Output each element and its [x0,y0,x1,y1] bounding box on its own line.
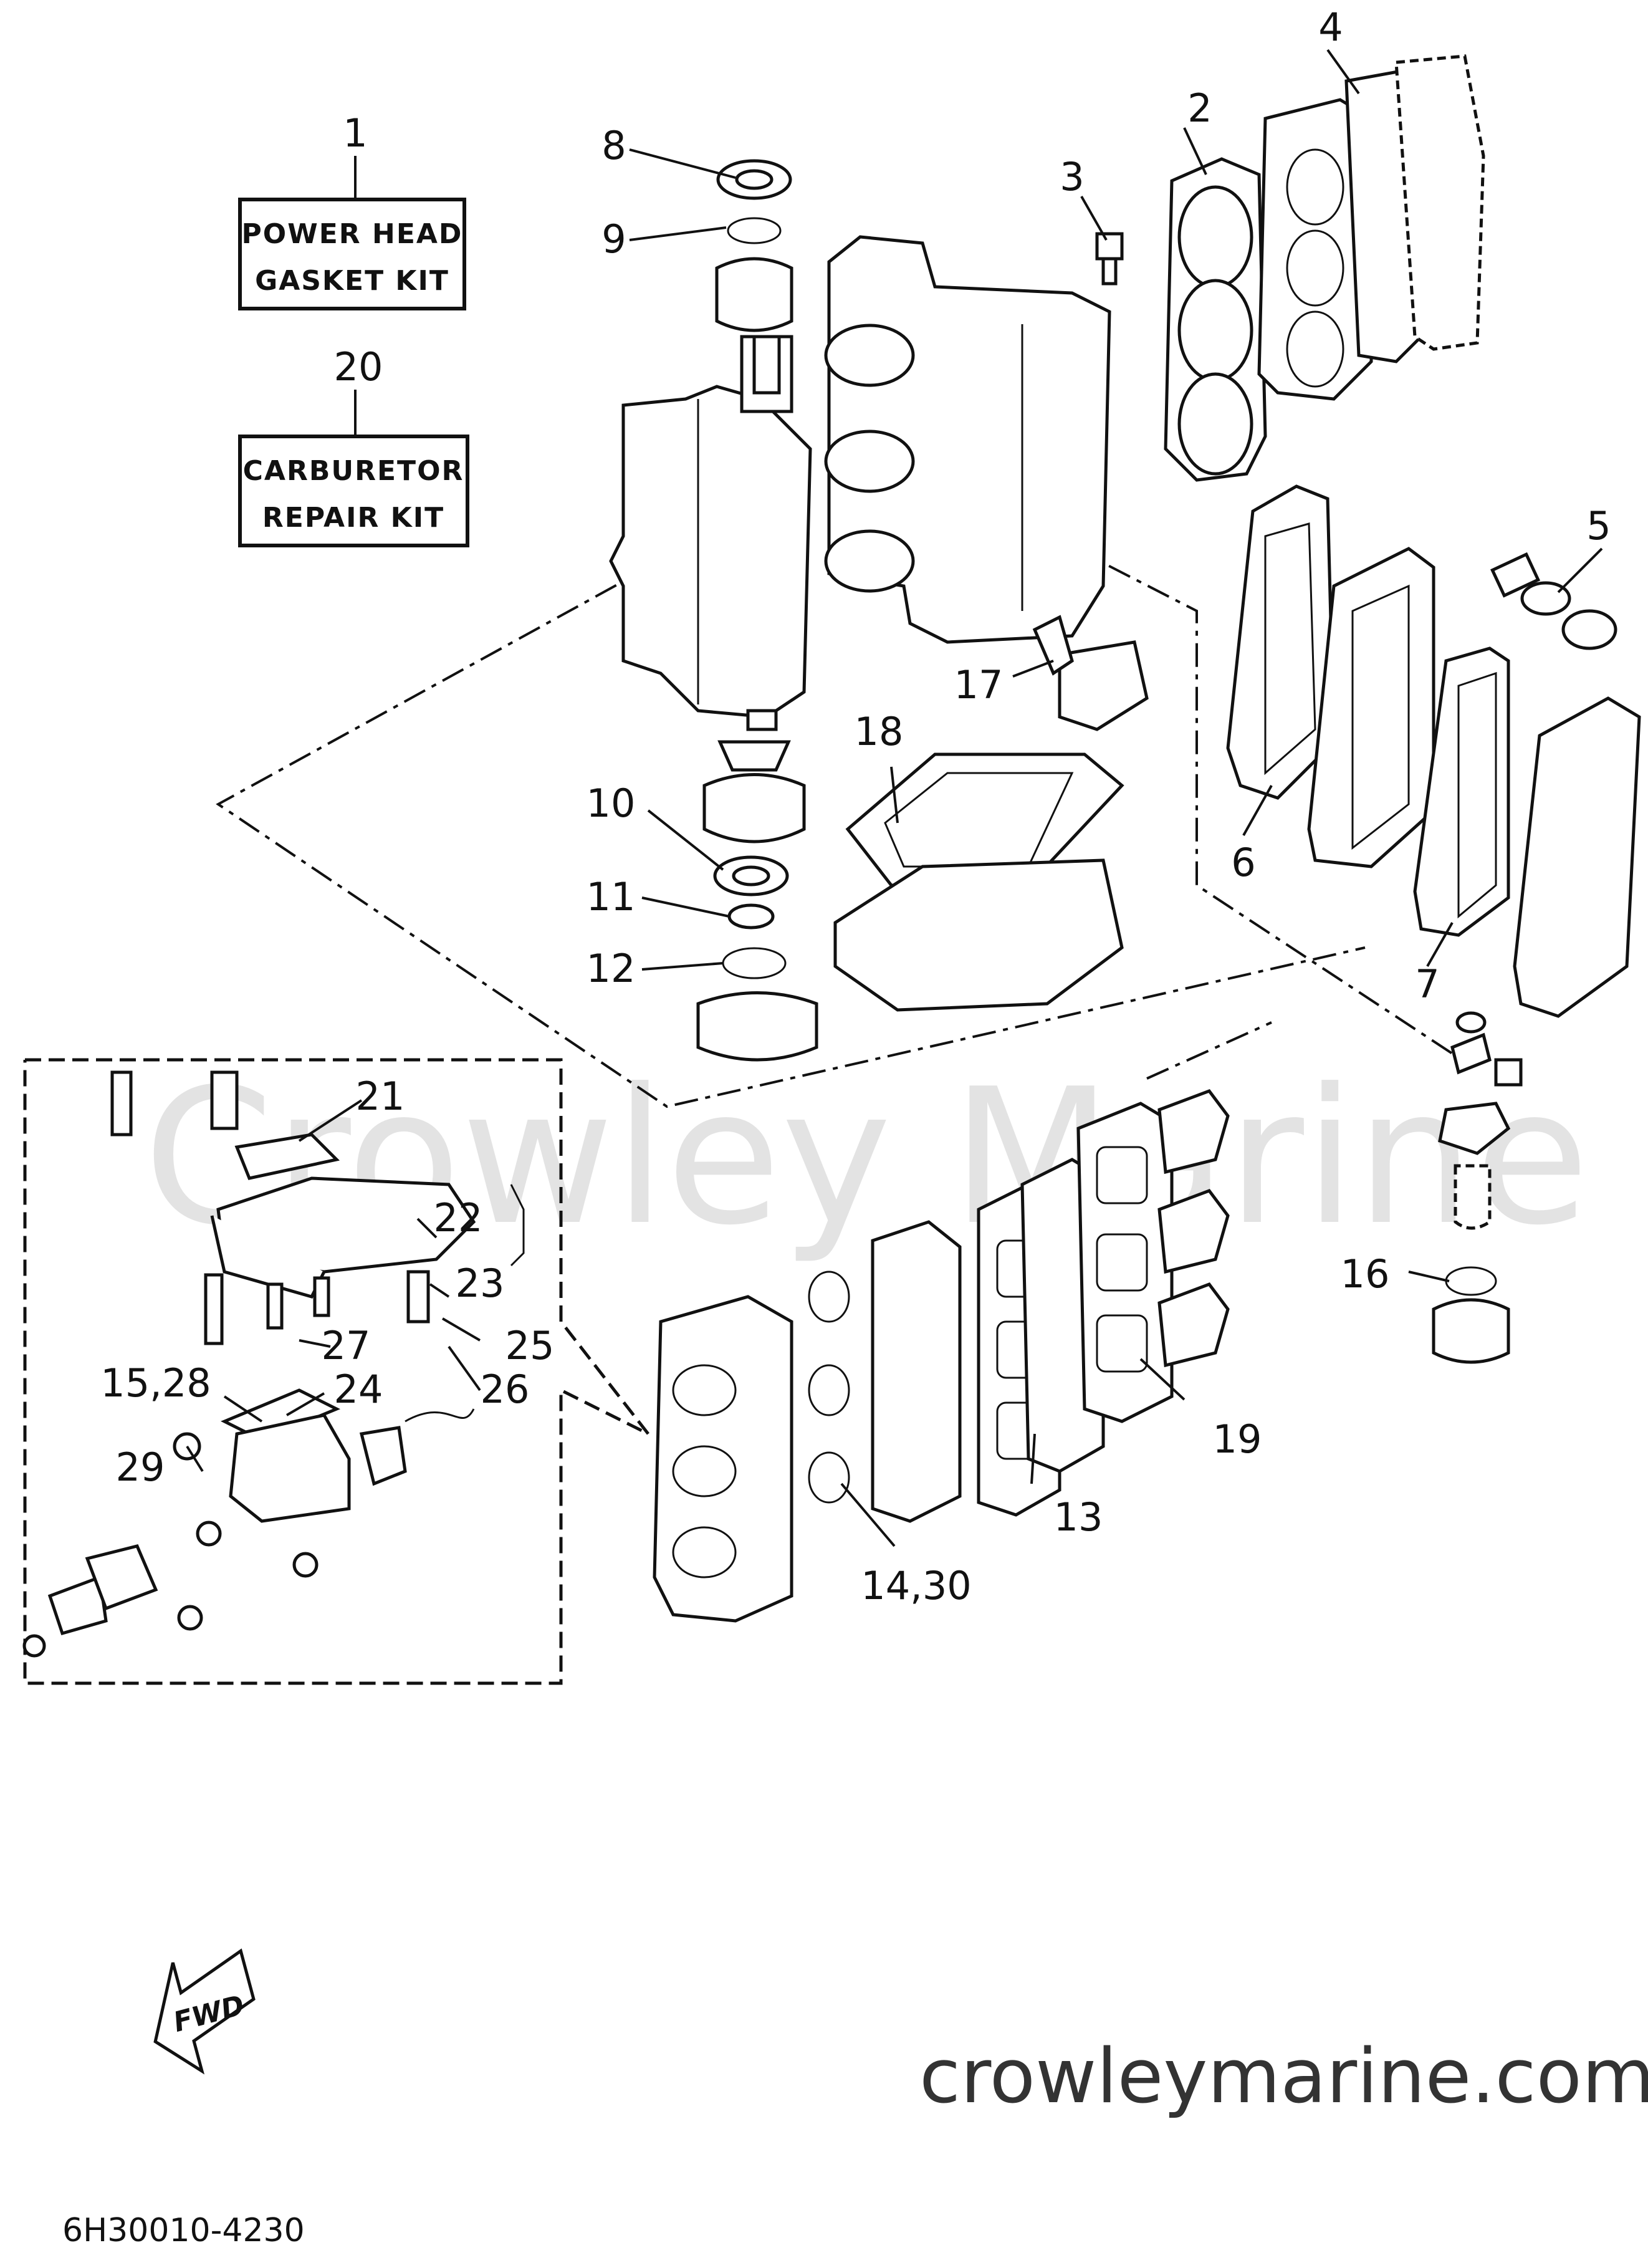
fwd-direction-arrow: FWD [153,1948,256,2075]
cylinder-head [1257,54,1485,401]
callout-23: 23 [456,1261,505,1306]
callout-22: 22 [434,1195,483,1241]
thermostat-group [1490,552,1617,650]
callout-numbers: 2 3 4 5 6 7 8 9 10 11 12 13 14,30 15,28 … [100,4,1611,1608]
kit-label-line1: CARBURETOR [243,455,464,487]
water-pump-group [1432,1011,1523,1364]
callout-18: 18 [855,709,904,754]
callout-13: 13 [1054,1494,1103,1540]
kit-label-line1: POWER HEAD [242,218,463,250]
exhaust-outer-cover [1513,696,1641,1018]
intake-manifold [653,1295,793,1623]
diagram-code: 6H30010-4230 [62,2212,305,2249]
leader-lines [186,49,1603,1547]
callout-3: 3 [1060,154,1084,199]
website-label: crowleymarine.com [919,2034,1648,2120]
carburetor-parts [22,1070,525,1658]
callout-15-28: 15,28 [100,1360,211,1406]
callout-19: 19 [1213,1416,1262,1462]
lower-seal-group [696,740,818,1062]
callout-5: 5 [1586,503,1611,549]
callout-12: 12 [587,946,636,991]
callout-11: 11 [587,874,636,920]
gasket-19 [1076,1102,1174,1423]
callout-26: 26 [481,1367,530,1412]
cover-17 [1032,615,1149,731]
o-rings-14 [808,1271,850,1504]
cylinder-block [609,235,1111,731]
callout-1: 1 [343,110,367,156]
kit-box-carburetor: 20 CARBURETOR REPAIR KIT [238,344,469,547]
kit-box-power-head: 1 POWER HEAD GASKET KIT [238,110,466,310]
kit-label-line2: REPAIR KIT [262,502,444,534]
callout-16: 16 [1341,1251,1390,1297]
callout-27: 27 [322,1323,371,1368]
callout-2: 2 [1187,85,1212,131]
callout-21: 21 [356,1074,405,1119]
callout-6: 6 [1231,840,1255,885]
head-gasket [1164,157,1267,482]
plug-3 [1095,232,1124,286]
callout-10: 10 [587,781,636,826]
kit-label-line2: GASKET KIT [255,265,449,297]
callout-4: 4 [1318,4,1343,50]
callout-7: 7 [1415,961,1439,1007]
reed-valves [1157,1089,1230,1368]
callout-29: 29 [116,1444,165,1490]
exhaust-inner-cover [1307,547,1435,868]
intake-plate [871,1220,962,1523]
callout-24: 24 [334,1367,383,1412]
carburetor-kit-boundary [23,1058,649,1685]
callout-17: 17 [954,662,1004,708]
exhaust-outer-gasket [1413,646,1510,937]
callout-25: 25 [505,1323,555,1368]
callout-8: 8 [601,123,626,168]
upper-seal-group [715,159,793,332]
callout-9: 9 [601,216,626,262]
callout-14-30: 14,30 [861,1563,972,1608]
callout-20: 20 [334,344,383,390]
base-gasket [833,752,1124,1012]
exhaust-gasket [1226,484,1336,800]
